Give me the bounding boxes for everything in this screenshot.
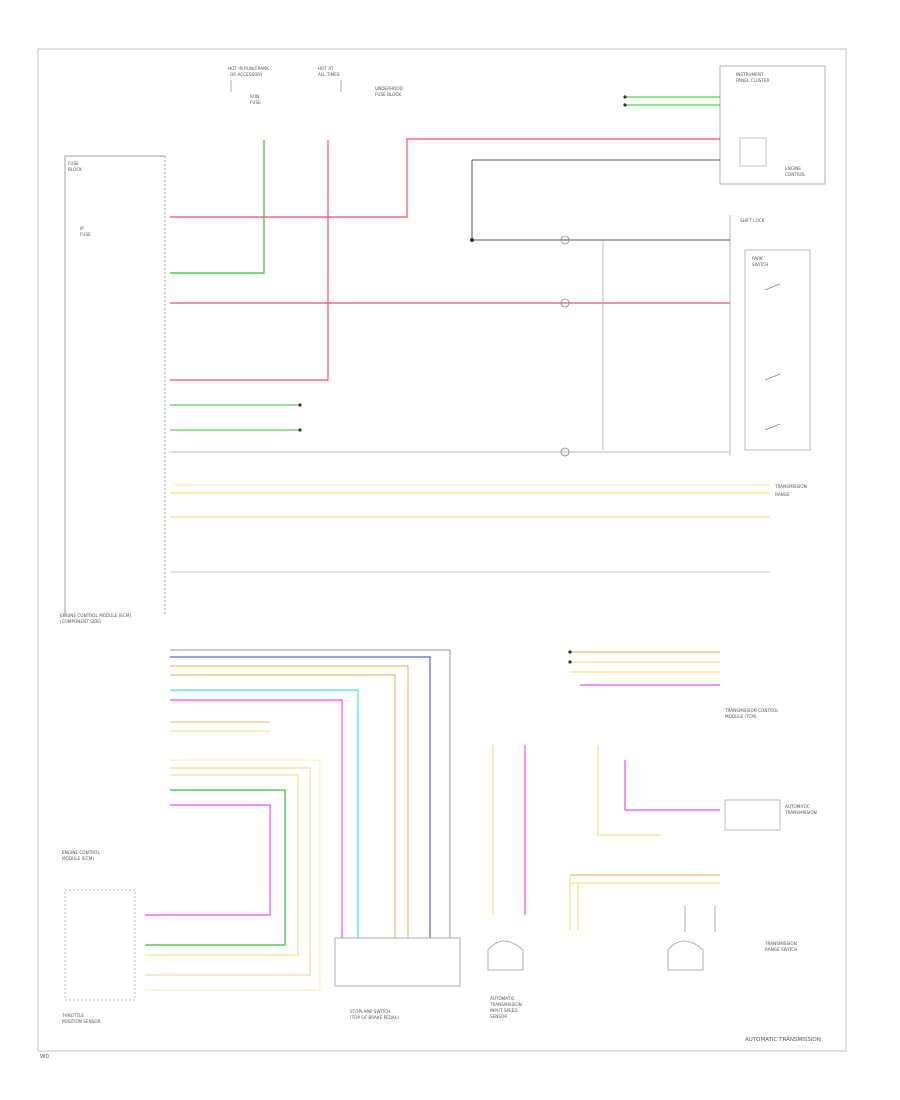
tcm-right: TRANSMISSION CONTROL MODULE (TCM) (724, 708, 779, 719)
pink-wire-1 (170, 699, 343, 938)
svg-text:RUN: RUN (250, 94, 259, 99)
svg-text:UNDERHOOD: UNDERHOOD (375, 86, 403, 91)
svg-text:IP: IP (80, 226, 84, 231)
svg-text:ENGINE CONTROL: ENGINE CONTROL (62, 850, 100, 855)
svg-text:RANGE: RANGE (775, 492, 790, 497)
svg-text:RANGE SWITCH: RANGE SWITCH (765, 947, 797, 952)
data-line (471, 159, 730, 241)
tcm-left: ENGINE CONTROL MODULE (ECM) THROTTLE POS… (61, 850, 136, 1024)
green-wire-4 (145, 789, 286, 946)
svg-text:MODULE (TCM): MODULE (TCM) (725, 714, 757, 719)
svg-text:FUSE: FUSE (68, 161, 79, 166)
svg-text:SWITCH: SWITCH (752, 262, 768, 267)
svg-text:CONTROL: CONTROL (785, 172, 806, 177)
svg-text:MODULE (ECM): MODULE (ECM) (62, 856, 94, 861)
yellow-wire-6 (597, 745, 660, 836)
svg-text:FUSE: FUSE (80, 232, 91, 237)
blue-wire-2 (170, 649, 451, 938)
green-wire-1 (170, 140, 265, 274)
svg-text:INSTRUMENT: INSTRUMENT (736, 72, 764, 77)
svg-text:STOPLAMP SWITCH: STOPLAMP SWITCH (350, 1009, 390, 1014)
solenoid-valve-box: AUTOMATIC TRANSMISSION (724, 799, 817, 831)
svg-text:TRANSMISSION: TRANSMISSION (764, 941, 797, 946)
svg-text:FUSE BLOCK: FUSE BLOCK (375, 92, 401, 97)
svg-text:HOT AT: HOT AT (318, 66, 334, 71)
red-wire-1 (170, 138, 720, 218)
svg-text:INPUT SPEED: INPUT SPEED (490, 1008, 518, 1013)
cyan-wire (170, 689, 359, 938)
yellow-wire-4 (145, 759, 321, 991)
footer-title: AUTOMATIC TRANSMISSION (745, 1037, 821, 1043)
orange-wire-4 (145, 767, 311, 976)
svg-text:(TOP OF BRAKE PEDAL): (TOP OF BRAKE PEDAL) (350, 1015, 399, 1020)
yellow-wire-3 (145, 774, 299, 956)
svg-text:AUTOMATIC: AUTOMATIC (490, 996, 515, 1001)
svg-text:TRANSMISSION: TRANSMISSION (774, 484, 807, 489)
output-speed-sensor: TRANSMISSION RANGE SWITCH (667, 905, 797, 971)
input-speed-sensor: AUTOMATIC TRANSMISSION INPUT SPEED SENSO… (487, 940, 524, 1019)
orange-wire-2 (170, 665, 409, 938)
svg-text:SENSOR: SENSOR (490, 1014, 507, 1019)
svg-text:TRANSMISSION: TRANSMISSION (784, 810, 817, 815)
svg-text:POSITION SENSOR: POSITION SENSOR (62, 1019, 101, 1024)
ecm-box: INSTRUMENT PANEL CLUSTER ENGINE CONTROL (719, 65, 826, 185)
svg-text:TRANSMISSION CONTROL: TRANSMISSION CONTROL (724, 708, 779, 713)
fuse-block-top: HOT IN RUN/CRANK OR ACCESSORY HOT AT ALL… (228, 66, 403, 105)
footer-code: W0 (40, 1054, 49, 1060)
blue-wire (170, 656, 431, 938)
svg-text:OR ACCESSORY: OR ACCESSORY (230, 72, 263, 77)
svg-text:BLOCK: BLOCK (68, 167, 82, 172)
svg-text:SHIFT LOCK: SHIFT LOCK (740, 218, 765, 223)
svg-text:ENGINE: ENGINE (785, 166, 801, 171)
orange-wire-3 (170, 674, 396, 938)
pink-wire-2 (145, 804, 271, 916)
svg-text:PARK: PARK (752, 256, 763, 261)
svg-text:ENGINE CONTROL MODULE (ECM): ENGINE CONTROL MODULE (ECM) (60, 613, 131, 618)
diagram-frame (37, 48, 847, 1052)
svg-text:AUTOMATIC: AUTOMATIC (785, 804, 810, 809)
svg-text:HOT IN RUN/CRANK: HOT IN RUN/CRANK (228, 66, 269, 71)
ecm-left: FUSE BLOCK IP FUSE ENGINE CONTROL MODULE… (60, 155, 166, 624)
svg-text:TRANSMISSION: TRANSMISSION (489, 1002, 522, 1007)
svg-text:ALL TIMES: ALL TIMES (318, 72, 340, 77)
pink-wire-3 (580, 684, 720, 811)
stoplamp-switch-box: STOPLAMP SWITCH (TOP OF BRAKE PEDAL) (334, 937, 461, 1020)
red-wire-2 (170, 140, 329, 381)
svg-text:FUSE: FUSE (250, 100, 261, 105)
svg-text:(COMPONENT SIDE): (COMPONENT SIDE) (60, 619, 102, 624)
svg-text:PANEL CLUSTER: PANEL CLUSTER (736, 78, 770, 83)
svg-text:THROTTLE: THROTTLE (61, 1013, 84, 1018)
range-switch-box: PARK SWITCH SHIFT LOCK (740, 218, 811, 451)
